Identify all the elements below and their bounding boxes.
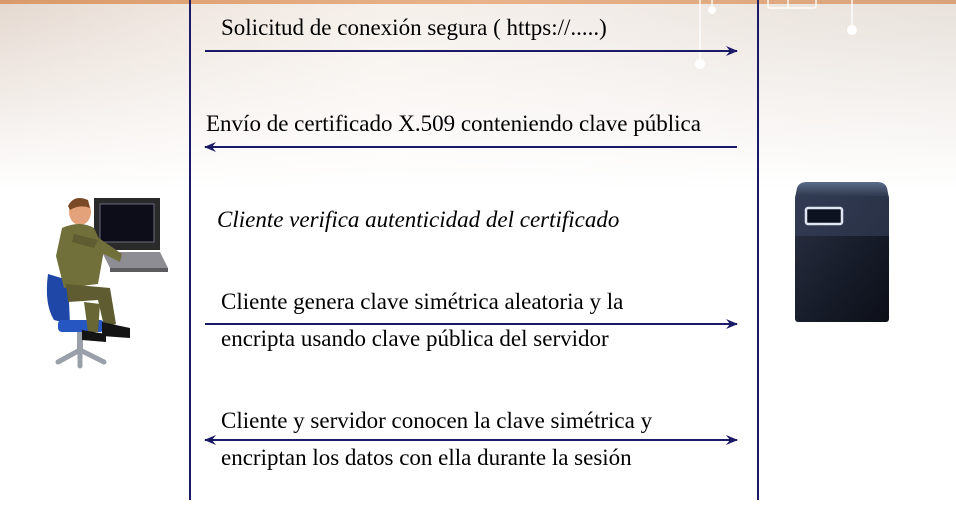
message-4-line-2: encripta usando clave pública del servid… (221, 326, 609, 351)
person-at-computer-icon (46, 198, 168, 369)
message-3-line-1: Cliente verifica autenticidad del certif… (217, 207, 620, 232)
slide-top-bar (0, 0, 956, 4)
message-2-line-1: Envío de certificado X.509 conteniendo c… (206, 111, 701, 136)
message-1-line-1: Solicitud de conexión segura ( https://.… (221, 15, 607, 40)
message-5-line-1: Cliente y servidor conocen la clave simé… (221, 408, 653, 433)
message-4-line-1: Cliente genera clave simétrica aleatoria… (221, 289, 624, 314)
message-5-line-2: encriptan los datos con ella durante la … (221, 445, 632, 470)
slide-background (0, 0, 956, 190)
server-tower-icon (795, 182, 889, 322)
